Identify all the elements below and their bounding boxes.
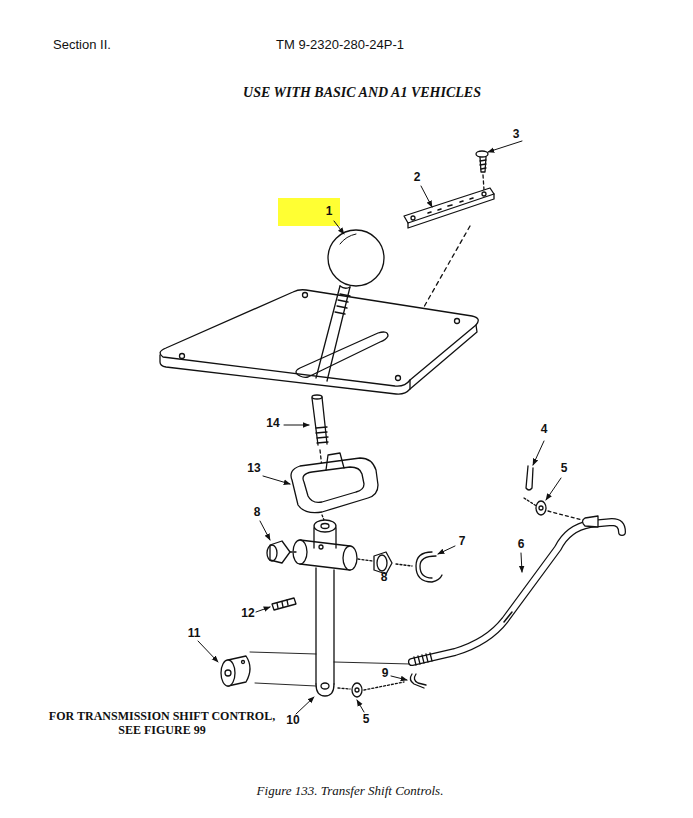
callout-number: 7 [459, 535, 466, 549]
manual-number: TM 9-2320-280-24P-1 [276, 38, 404, 53]
callout-number: 6 [518, 538, 525, 552]
shift-boot [291, 453, 378, 520]
callout-number: 11 [188, 627, 201, 641]
callout-number: 1 [326, 205, 333, 219]
bushing [267, 541, 392, 574]
section-header: Section II. [53, 38, 111, 53]
pivot-block [221, 656, 250, 686]
shift-plate [160, 290, 478, 394]
reference-note: FOR TRANSMISSION SHIFT CONTROL, SEE FIGU… [44, 710, 280, 738]
figure-caption: Figure 133. Transfer Shift Controls. [257, 784, 444, 799]
shift-lever [250, 520, 410, 696]
callout-number: 14 [266, 417, 279, 431]
callout-number: 5 [561, 462, 568, 476]
callout-number: 4 [541, 423, 548, 437]
callout-number: 9 [382, 667, 389, 681]
callout-number: 8 [381, 571, 388, 585]
callout-number: 13 [247, 462, 260, 476]
lever-stud [312, 395, 328, 468]
callout-number: 3 [513, 128, 520, 142]
callout-number: 5 [363, 713, 370, 727]
screw [476, 151, 488, 190]
callout-number: 12 [241, 607, 254, 621]
highlight [278, 198, 340, 226]
cotter-pin [524, 466, 582, 520]
callout-number: 8 [254, 506, 261, 520]
leader-lines [198, 141, 561, 714]
callout-number: 2 [414, 171, 421, 185]
callout-number: 10 [286, 714, 299, 728]
spring-pin [272, 598, 296, 610]
retaining-ring [396, 552, 442, 582]
page-heading: USE WITH BASIC AND A1 VEHICLES [243, 85, 481, 101]
shift-knob [316, 230, 384, 381]
shift-rod [412, 516, 622, 665]
